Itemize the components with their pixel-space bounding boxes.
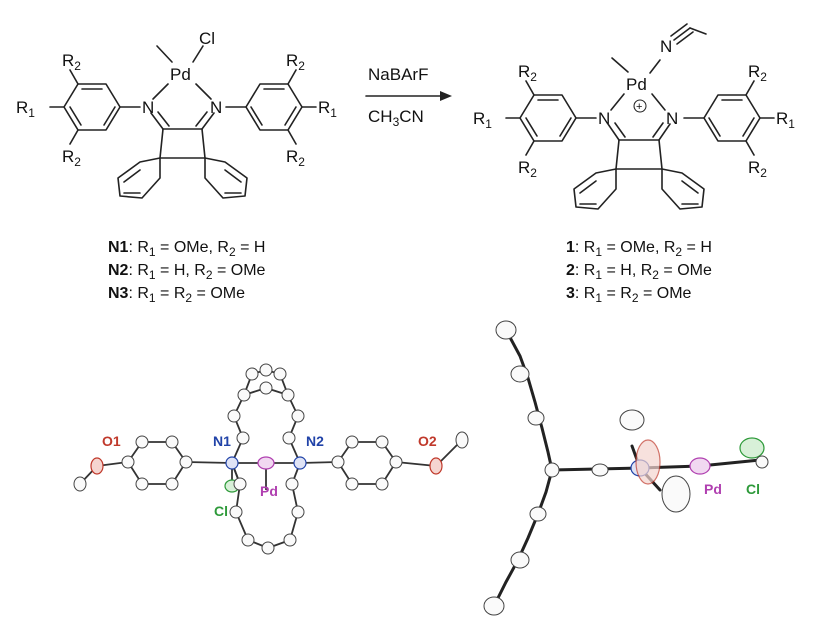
- caption-2: 2: R1 = H, R2 = OMe: [566, 262, 712, 282]
- left-r2-bottom: R2: [62, 147, 81, 169]
- right-r2-top-right: R2: [748, 62, 767, 84]
- left-r1-right: R1: [318, 98, 337, 120]
- left-r2-top: R2: [62, 51, 81, 73]
- right-n-left: N: [598, 109, 610, 128]
- caption-n2: N2: R1 = H, R2 = OMe: [108, 262, 266, 282]
- crystal-structure-top-view: O1 N1 N2 O2 Pd Cl: [73, 363, 469, 555]
- right-r1: R1: [473, 109, 492, 131]
- left-n-right: N: [210, 98, 222, 117]
- crystal-structure-side-view: Pd Cl: [483, 320, 769, 616]
- label-pd-right: Pd: [704, 481, 722, 497]
- label-cl-right: Cl: [746, 481, 760, 497]
- right-n-right: N: [666, 109, 678, 128]
- caption-n1: N1: R1 = OMe, R2 = H: [108, 239, 265, 259]
- caption-1: 1: R1 = OMe, R2 = H: [566, 239, 712, 259]
- right-charge: +: [636, 101, 642, 113]
- right-r2-bottom: R2: [518, 158, 537, 180]
- right-nitrile-n: N: [660, 37, 672, 56]
- right-r1-right: R1: [776, 109, 795, 131]
- reagent-label: NaBArF: [368, 65, 428, 84]
- right-pd-label: Pd: [626, 75, 647, 94]
- right-pd-complex: Pd N + N N R2 R1: [473, 23, 795, 210]
- right-r2-bottom-right: R2: [748, 158, 767, 180]
- label-n2: N2: [306, 433, 324, 449]
- left-r2-bottom-right: R2: [286, 147, 305, 169]
- label-n1: N1: [213, 433, 231, 449]
- left-r1: R1: [16, 98, 35, 120]
- label-cl-left: Cl: [214, 503, 228, 519]
- left-pd-complex: Pd Cl N N R2 R1: [16, 29, 337, 199]
- left-pd-label: Pd: [170, 65, 191, 84]
- left-r2-top-right: R2: [286, 51, 305, 73]
- solvent-label: CH3CN: [368, 107, 424, 129]
- left-cl-label: Cl: [199, 29, 215, 48]
- right-r2-top: R2: [518, 62, 537, 84]
- left-captions: N1: R1 = OMe, R2 = H N2: R1 = H, R2 = OM…: [108, 239, 266, 305]
- caption-3: 3: R1 = R2 = OMe: [566, 285, 692, 305]
- label-pd-left: Pd: [260, 483, 278, 499]
- label-o1: O1: [102, 433, 121, 449]
- right-captions: 1: R1 = OMe, R2 = H 2: R1 = H, R2 = OMe …: [566, 239, 712, 305]
- reaction-arrow: NaBArF CH3CN: [365, 65, 452, 129]
- caption-n3: N3: R1 = R2 = OMe: [108, 285, 245, 305]
- label-o2: O2: [418, 433, 437, 449]
